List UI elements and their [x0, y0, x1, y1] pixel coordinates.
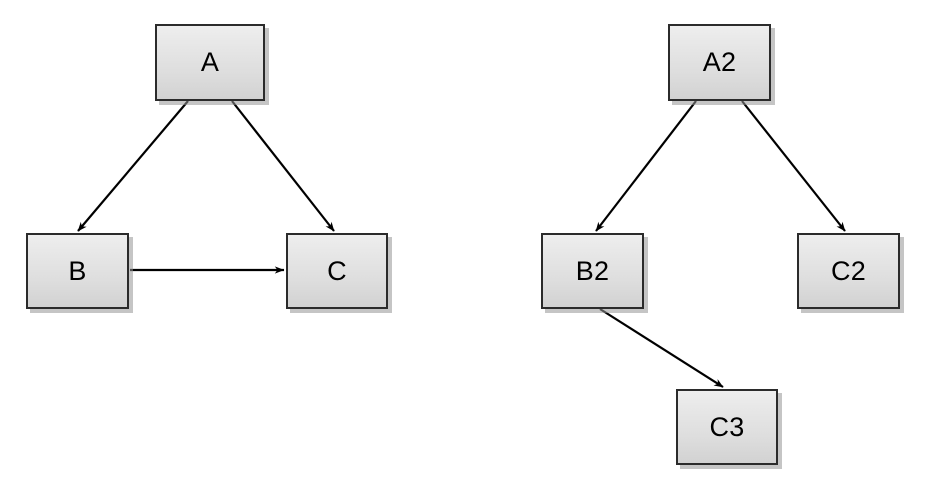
node-c2[interactable]: C2 [797, 233, 900, 309]
edge-b2-to-c3 [599, 308, 724, 388]
node-label: B [68, 255, 87, 286]
node-a[interactable]: A [155, 24, 265, 101]
node-a2[interactable]: A2 [668, 24, 771, 101]
node-b2[interactable]: B2 [541, 233, 644, 309]
edge-a2-to-c2 [741, 100, 846, 232]
node-label: B2 [575, 255, 610, 286]
node-label: C [327, 255, 347, 286]
node-c[interactable]: C [286, 233, 388, 309]
node-c3[interactable]: C3 [676, 389, 778, 465]
edges-group [77, 100, 846, 388]
node-label: A2 [702, 47, 737, 77]
edge-a2-to-b2 [595, 100, 697, 232]
edge-a-to-c [231, 100, 335, 232]
edge-a-to-b [77, 100, 189, 232]
node-label: A [200, 47, 220, 77]
node-label: C3 [709, 411, 745, 442]
node-label: C2 [831, 255, 866, 286]
node-b[interactable]: B [26, 233, 129, 309]
